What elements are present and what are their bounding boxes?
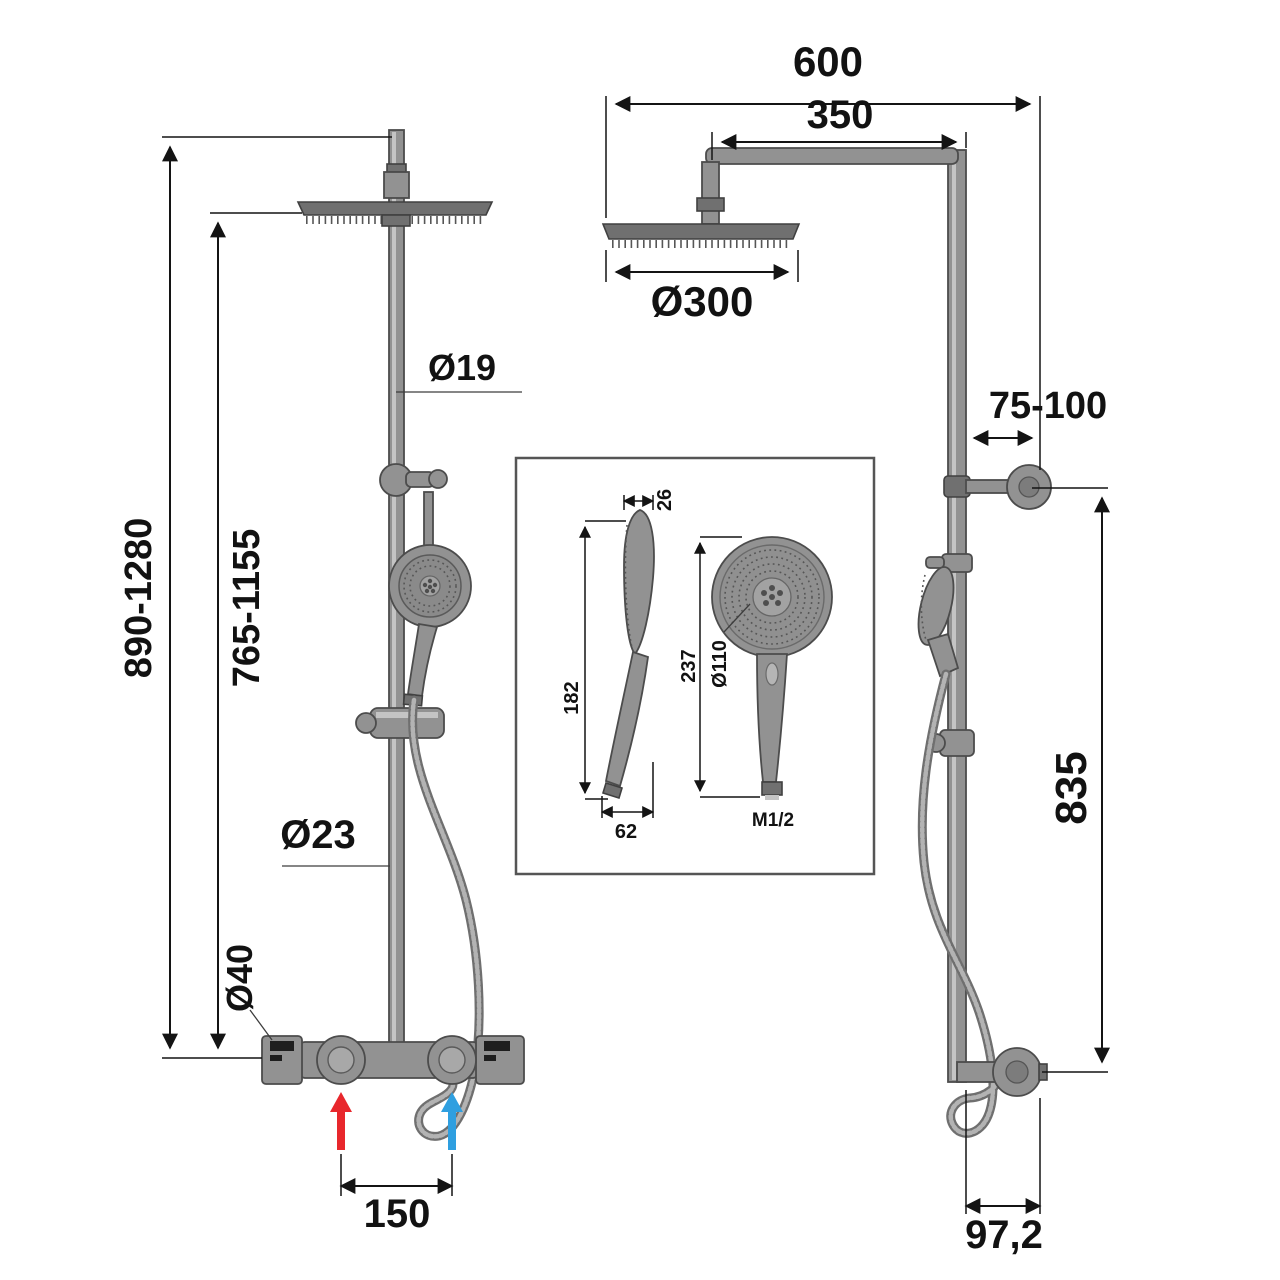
dim-head-diameter: Ø300	[605, 250, 799, 325]
dim-label-bottom-wall-distance: 97,2	[965, 1213, 1043, 1257]
dim-label-side-profile-length: 182	[561, 681, 583, 714]
handset-holder-knob	[428, 469, 448, 489]
riser-pipe-side-highlight	[952, 152, 956, 1080]
rain-shower-head-front	[296, 201, 494, 216]
dim-label-column-height: 765-1155	[226, 529, 268, 688]
hand-shower-side	[917, 553, 973, 678]
handset-handle-side	[604, 650, 649, 788]
dim-valve-diameter: Ø40	[219, 944, 273, 1041]
dim-label-valve-diameter: Ø40	[219, 944, 260, 1012]
dim-column-height: 765-1155	[210, 212, 302, 1050]
dim-label-column-diameter: Ø23	[280, 813, 356, 857]
shower-hose-front-ribs	[410, 697, 482, 1139]
head-connector-nut-side	[696, 197, 725, 212]
dim-top-pipe-diameter: Ø19	[396, 347, 522, 393]
head-drop-connector	[701, 161, 720, 225]
dim-arm-length: 350	[711, 93, 967, 160]
handset-thread	[761, 781, 783, 796]
dim-bottom-width: 62	[600, 762, 655, 843]
dim-label-arm-length: 350	[807, 93, 874, 137]
handset-mode-button	[765, 662, 779, 686]
dim-bottom-wall-distance: 97,2	[964, 1090, 1043, 1257]
thermostatic-valve	[261, 1035, 525, 1085]
head-connector-nut-top	[386, 163, 407, 173]
dim-label-rail-height: 835	[1047, 751, 1096, 824]
cold-water-arrow-icon	[441, 1092, 463, 1150]
dim-label-total-length: 237	[678, 649, 700, 682]
dim-side-profile-length: 182	[561, 520, 626, 800]
hot-water-arrow-icon	[330, 1092, 352, 1150]
bottom-wall-elbow	[956, 1047, 1048, 1097]
dim-label-thread-size: M1/2	[752, 810, 794, 831]
dim-wall-bracket-distance: 75-100	[972, 385, 1107, 446]
head-connector-front	[383, 171, 410, 199]
handset-handle-side-view	[926, 632, 960, 678]
dim-head-thickness: 26	[622, 489, 676, 511]
dim-rail-height: 835	[1032, 487, 1110, 1073]
dim-overall-height: 890-1280	[118, 136, 392, 1059]
hand-shower-side-profile	[602, 509, 655, 800]
dim-total-length: 237	[678, 536, 760, 798]
dim-inlet-spacing: 150	[339, 1154, 454, 1236]
dim-label-top-pipe-diameter: Ø19	[428, 347, 496, 388]
handset-thread-side	[602, 781, 623, 800]
dim-label-bottom-width: 62	[615, 821, 637, 843]
front-view: 890-1280 765-1155 Ø19 Ø23 Ø40 150	[118, 129, 525, 1236]
handset-handle-front	[406, 622, 439, 698]
dim-label-overall-height: 890-1280	[118, 518, 160, 679]
dim-reach-from-wall: 600	[605, 38, 1041, 470]
slide-rail-clamp-side	[926, 729, 975, 757]
dim-label-reach-from-wall: 600	[793, 38, 863, 85]
dim-label-face-diameter: Ø110	[709, 640, 731, 688]
detail-inset: 26 182 62	[514, 456, 876, 876]
rain-head-under-nut	[381, 214, 411, 227]
dim-label-head-thickness: 26	[654, 489, 676, 511]
dim-label-wall-bracket-distance: 75-100	[989, 385, 1107, 427]
top-arm	[705, 147, 959, 165]
hand-shower-front-detail	[711, 536, 833, 800]
dim-label-head-diameter: Ø300	[651, 278, 754, 325]
wall-bracket	[943, 464, 1052, 510]
slide-rail-clamp-front	[355, 707, 445, 739]
dim-column-diameter: Ø23	[280, 813, 390, 867]
hand-shower-front	[388, 544, 472, 707]
rain-shower-head-side	[601, 223, 801, 240]
dim-label-inlet-spacing: 150	[364, 1192, 431, 1236]
dim-face-diameter: Ø110	[709, 603, 751, 688]
side-view: 600 350 Ø300 75-100 835 97,2	[601, 38, 1110, 1257]
handset-stem	[423, 491, 434, 549]
